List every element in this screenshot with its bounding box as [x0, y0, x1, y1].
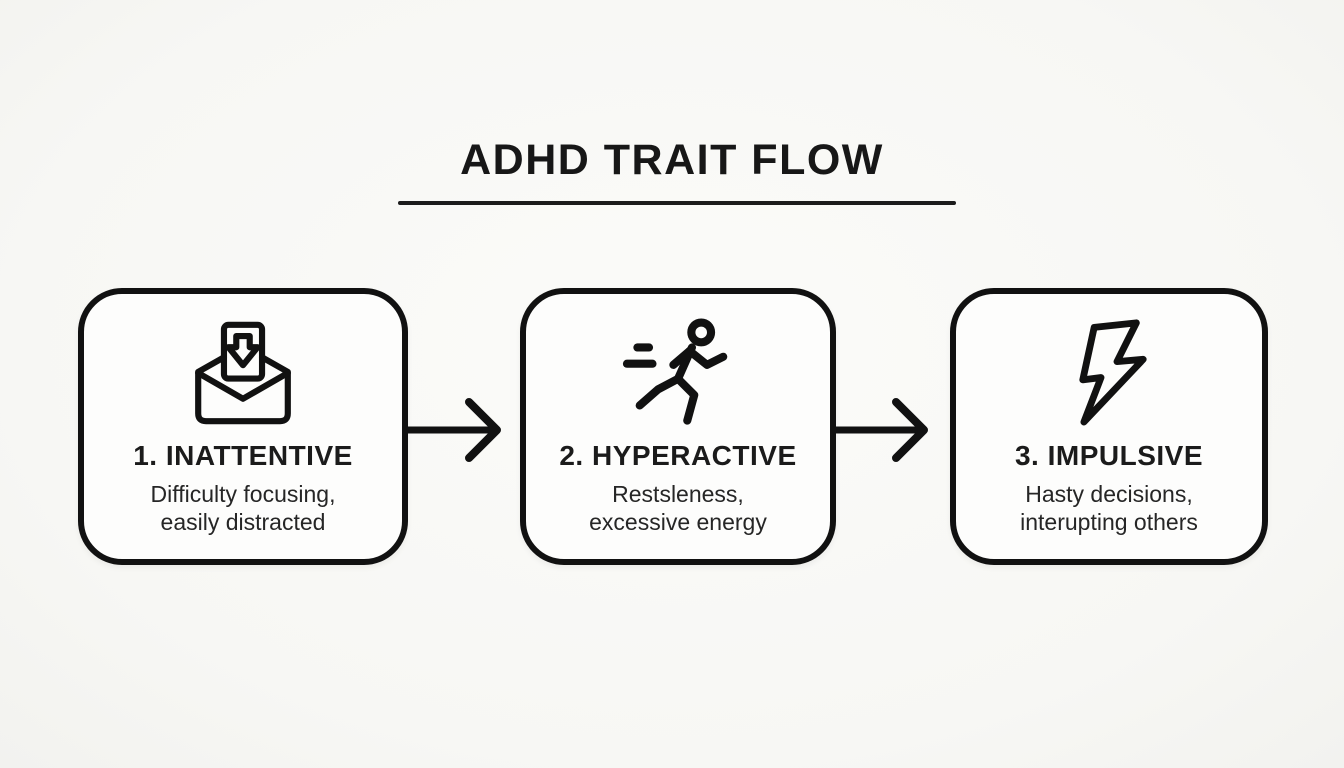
step-title: 1. INATTENTIVE — [133, 440, 353, 471]
step-title: 2. HYPERACTIVE — [559, 440, 797, 471]
flow-arrow-icon — [405, 398, 501, 462]
step-description-line: Hasty decisions, — [1025, 481, 1193, 507]
flow-arrow-icon — [832, 398, 928, 462]
running-person-icon — [620, 312, 736, 434]
step-description: Restsleness, excessive energy — [589, 480, 767, 536]
step-title: 3. IMPULSIVE — [1014, 440, 1204, 471]
step-description: Difficulty focusing, easily distracted — [151, 480, 336, 536]
step-box-inattentive: 1. INATTENTIVE Difficulty focusing, easi… — [78, 288, 408, 565]
title-underline — [398, 201, 956, 205]
step-box-hyperactive: 2. HYPERACTIVE Restsleness, excessive en… — [520, 288, 836, 565]
page-title: ADHD TRAIT FLOW — [460, 136, 884, 184]
step-description-line: Difficulty focusing, — [150, 481, 336, 507]
step-description-line: interupting others — [1020, 509, 1198, 535]
step-description-line: excessive energy — [589, 509, 767, 535]
lightning-bolt-icon — [1052, 312, 1166, 434]
step-box-impulsive: 3. IMPULSIVE Hasty decisions, interuptin… — [950, 288, 1268, 565]
step-description-line: Restsleness, — [612, 481, 744, 507]
step-description-line: easily distracted — [160, 509, 326, 535]
inbox-envelope-icon — [187, 312, 299, 434]
step-description: Hasty decisions, interupting others — [1020, 480, 1198, 536]
